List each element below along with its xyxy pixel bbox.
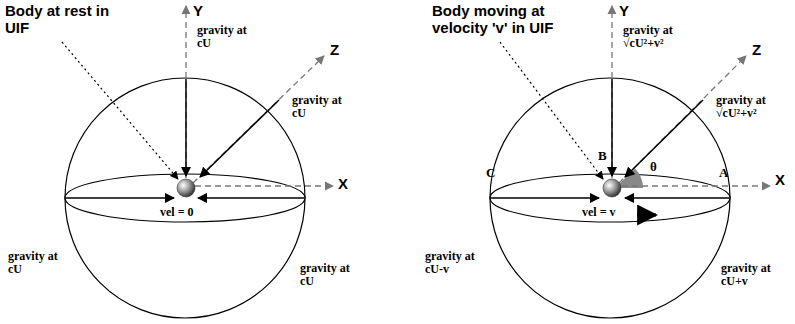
- gravity-arrow: [625, 197, 729, 199]
- gravity-arrow: [491, 197, 599, 199]
- gravity-arrow: [200, 100, 279, 177]
- sphere-outline: [65, 78, 305, 318]
- angle-label: θ: [650, 160, 657, 174]
- axis-label: X: [338, 176, 348, 193]
- gravity-arrow: [625, 100, 703, 177]
- axis-label: Z: [752, 42, 761, 59]
- leader-line: [62, 42, 178, 179]
- gravity-label: gravity at cU: [300, 262, 352, 288]
- velocity-label: vel = v: [582, 206, 616, 219]
- gravity-label: gravity at √cU²+v²: [716, 94, 788, 120]
- leader-line: [500, 42, 603, 179]
- velocity-arrow: [637, 214, 656, 217]
- gravity-arrow: [198, 197, 304, 199]
- equator: [490, 174, 730, 222]
- gravity-label: gravity at cU: [8, 250, 60, 276]
- x-axis: [622, 185, 770, 186]
- axis-label: Z: [330, 42, 339, 59]
- title-label: Body moving at velocity 'v' in UIF: [432, 3, 597, 36]
- point-label: A: [719, 166, 728, 180]
- velocity-label: vel = 0: [160, 206, 194, 219]
- x-axis: [195, 185, 333, 186]
- axis-label: X: [775, 172, 785, 189]
- title-label: Body at rest in UIF: [5, 3, 123, 36]
- sphere-outline: [490, 78, 730, 318]
- axis-label: Y: [619, 3, 629, 20]
- point-label: B: [598, 149, 607, 163]
- axis-label: Y: [193, 3, 203, 20]
- y-axis: [185, 6, 186, 178]
- rest-sphere: [62, 6, 333, 318]
- gravity-label: gravity at cU-v: [425, 250, 483, 276]
- gravity-label: gravity at cU: [292, 94, 344, 120]
- gravity-arrow: [66, 197, 174, 199]
- body-ball: [177, 179, 195, 197]
- gravity-label: gravity at √cU²+v²: [623, 24, 705, 50]
- gravity-arrow: [185, 79, 187, 176]
- y-axis: [611, 6, 612, 178]
- point-label: C: [486, 166, 495, 180]
- gravity-arrow: [611, 79, 613, 176]
- body-ball: [603, 179, 621, 197]
- gravity-label: gravity at cU+v: [721, 262, 783, 288]
- equator: [65, 174, 305, 222]
- gravity-label: gravity at cU: [197, 24, 249, 50]
